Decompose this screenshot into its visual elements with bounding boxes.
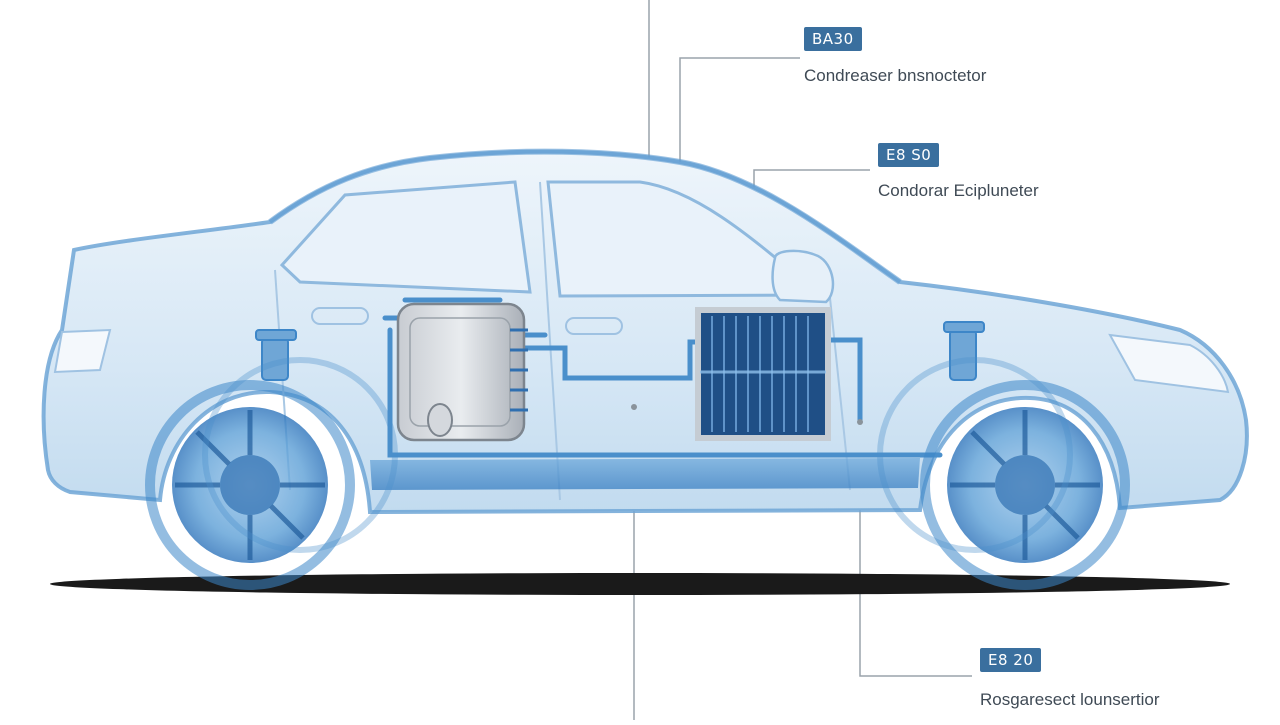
callout-label-1: Condreaser bnsnoctetor [804, 66, 987, 85]
leader-anchor-dot [631, 404, 637, 410]
ground-shadow [50, 573, 1230, 595]
compressor [396, 302, 528, 442]
callout-label-2: Condorar Ecipluneter [878, 181, 1039, 200]
callout-badge-2: E8 S0 [878, 143, 940, 167]
callout-label-3: Rosgaresect lounsertior [980, 690, 1160, 709]
condenser [695, 307, 831, 441]
suspension [255, 321, 985, 381]
callout-badge-1: BA30 [804, 27, 862, 51]
front-wheel [877, 357, 1130, 590]
leader-anchor-dot [857, 419, 863, 425]
callout-badge-3: E8 20 [980, 648, 1042, 672]
rear-wheel [145, 357, 398, 590]
